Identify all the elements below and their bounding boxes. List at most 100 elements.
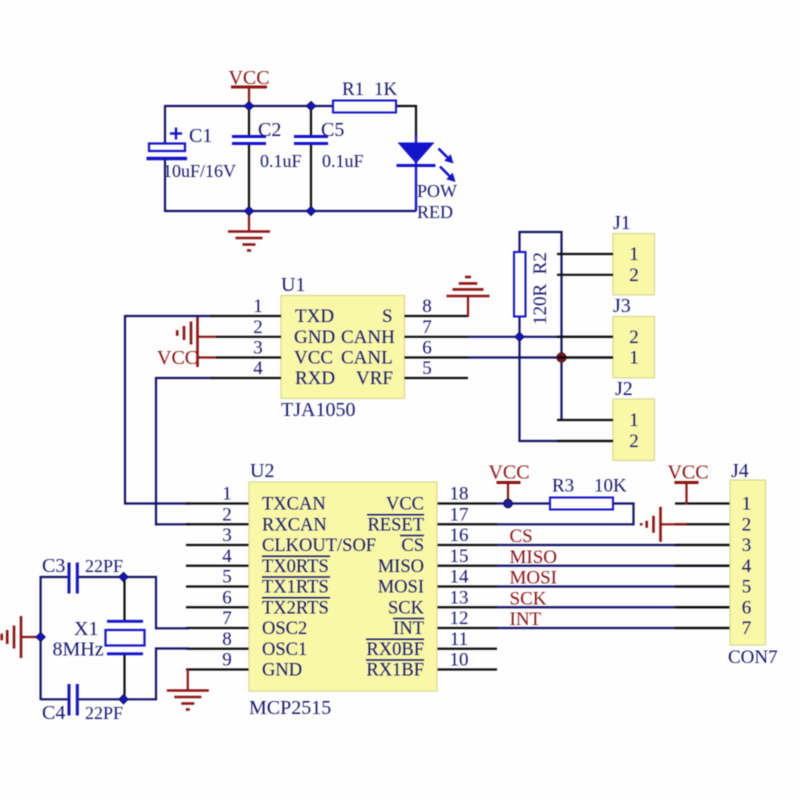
svg-text:1: 1 — [629, 410, 639, 431]
svg-text:4: 4 — [742, 556, 752, 577]
svg-text:10: 10 — [450, 650, 469, 671]
svg-text:3: 3 — [253, 338, 263, 359]
svg-text:CLKOUT/SOF: CLKOUT/SOF — [262, 536, 376, 556]
svg-text:VCC: VCC — [667, 462, 708, 484]
svg-text:MCP2515: MCP2515 — [249, 697, 331, 719]
svg-text:X1: X1 — [74, 618, 98, 640]
svg-text:C2: C2 — [258, 119, 281, 141]
svg-text:RED: RED — [417, 202, 453, 222]
svg-text:RXD: RXD — [295, 368, 335, 389]
svg-text:22PF: 22PF — [85, 556, 123, 576]
svg-text:3: 3 — [222, 525, 232, 546]
svg-text:VRF: VRF — [356, 368, 393, 389]
svg-text:1K: 1K — [374, 79, 398, 100]
svg-text:SCK: SCK — [510, 588, 547, 609]
svg-text:J1: J1 — [613, 212, 631, 234]
svg-text:POW: POW — [417, 181, 457, 201]
svg-text:0.1uF: 0.1uF — [322, 151, 364, 171]
svg-text:TX2RTS: TX2RTS — [262, 598, 329, 618]
svg-text:1: 1 — [742, 494, 752, 515]
svg-text:7: 7 — [742, 618, 752, 639]
svg-text:12: 12 — [450, 608, 469, 629]
svg-text:RXCAN: RXCAN — [262, 515, 327, 535]
svg-text:2: 2 — [742, 514, 752, 535]
svg-text:7: 7 — [422, 317, 432, 338]
svg-text:5: 5 — [422, 358, 432, 379]
svg-text:R1: R1 — [342, 79, 364, 100]
svg-text:VCC: VCC — [386, 495, 424, 515]
svg-text:SCK: SCK — [388, 598, 425, 618]
svg-text:INT: INT — [393, 619, 424, 639]
svg-text:GND: GND — [294, 327, 335, 348]
svg-text:U2: U2 — [250, 460, 274, 482]
svg-text:CS: CS — [401, 536, 424, 556]
svg-text:9: 9 — [222, 650, 232, 671]
svg-text:1: 1 — [253, 296, 263, 317]
svg-text:VCC: VCC — [157, 347, 198, 369]
svg-text:22PF: 22PF — [85, 703, 123, 723]
svg-text:CANL: CANL — [341, 348, 393, 369]
svg-text:120R R2: 120R R2 — [530, 252, 551, 325]
svg-text:0.1uF: 0.1uF — [260, 151, 302, 171]
svg-text:3: 3 — [742, 535, 752, 556]
svg-text:6: 6 — [222, 587, 232, 608]
svg-text:2: 2 — [629, 431, 639, 452]
svg-text:GND: GND — [262, 661, 302, 681]
svg-text:OSC2: OSC2 — [262, 619, 307, 639]
svg-text:MISO: MISO — [378, 557, 424, 577]
svg-text:TXCAN: TXCAN — [262, 495, 326, 515]
svg-text:1: 1 — [222, 484, 232, 505]
svg-text:J4: J4 — [731, 460, 749, 482]
svg-text:14: 14 — [450, 567, 470, 588]
svg-text:OSC1: OSC1 — [262, 640, 307, 660]
svg-text:6: 6 — [422, 338, 432, 359]
svg-text:C1: C1 — [189, 125, 212, 147]
svg-text:8: 8 — [422, 296, 432, 317]
svg-text:1: 1 — [629, 348, 639, 369]
svg-text:VCC: VCC — [228, 67, 269, 89]
svg-text:2: 2 — [222, 504, 232, 525]
svg-text:TX0RTS: TX0RTS — [262, 557, 329, 577]
svg-text:C4: C4 — [42, 702, 65, 724]
svg-text:13: 13 — [450, 587, 469, 608]
svg-text:2: 2 — [629, 265, 639, 286]
svg-text:U1: U1 — [281, 274, 305, 296]
svg-text:11: 11 — [450, 629, 468, 650]
svg-text:15: 15 — [450, 546, 469, 567]
svg-text:S: S — [382, 306, 393, 327]
svg-text:RX0BF: RX0BF — [366, 640, 424, 660]
svg-text:5: 5 — [742, 577, 752, 598]
svg-text:18: 18 — [450, 484, 469, 505]
svg-text:R3: R3 — [552, 476, 574, 497]
svg-text:2: 2 — [629, 327, 639, 348]
svg-text:CON7: CON7 — [728, 647, 778, 668]
svg-text:10K: 10K — [594, 476, 627, 497]
svg-text:4: 4 — [222, 546, 232, 567]
svg-text:5: 5 — [222, 567, 232, 588]
svg-text:VCC: VCC — [488, 462, 529, 484]
svg-text:TX1RTS: TX1RTS — [262, 578, 329, 598]
svg-text:1: 1 — [629, 244, 639, 265]
svg-text:8: 8 — [222, 629, 232, 650]
svg-text:CS: CS — [510, 526, 533, 547]
svg-text:4: 4 — [253, 358, 263, 379]
svg-text:TXD: TXD — [295, 306, 334, 327]
svg-text:16: 16 — [450, 525, 469, 546]
svg-text:17: 17 — [450, 504, 469, 525]
svg-text:MOSI: MOSI — [378, 578, 424, 598]
svg-text:RESET: RESET — [367, 515, 424, 535]
svg-text:8MHz: 8MHz — [53, 639, 104, 661]
svg-text:6: 6 — [742, 597, 752, 618]
svg-text:J2: J2 — [615, 378, 633, 400]
svg-text:MOSI: MOSI — [510, 568, 558, 589]
svg-text:MISO: MISO — [510, 547, 558, 568]
svg-text:J3: J3 — [613, 295, 631, 317]
svg-text:VCC: VCC — [294, 348, 333, 369]
svg-text:2: 2 — [253, 317, 263, 338]
svg-text:TJA1050: TJA1050 — [281, 399, 355, 421]
svg-text:RX1BF: RX1BF — [366, 661, 424, 681]
svg-text:7: 7 — [222, 608, 232, 629]
svg-text:C5: C5 — [321, 119, 344, 141]
svg-text:10uF/16V: 10uF/16V — [163, 161, 236, 181]
svg-text:CANH: CANH — [341, 327, 395, 348]
